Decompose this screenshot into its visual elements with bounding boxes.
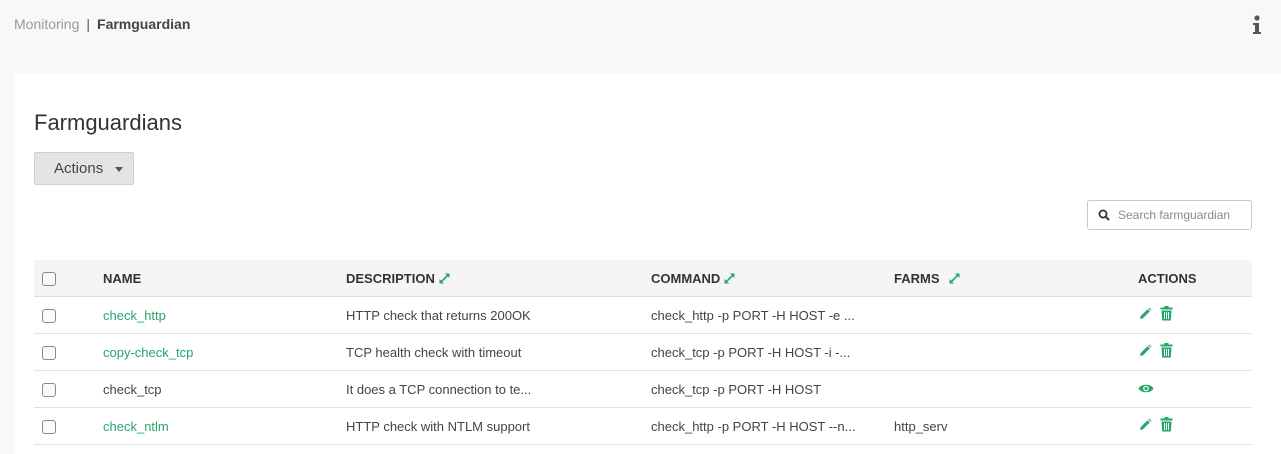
row-actions-cell	[1138, 296, 1252, 334]
row-name-cell: copy-check_tcp	[103, 333, 346, 371]
row-command-cell: check_tcp -p PORT -H HOST	[651, 370, 894, 408]
expand-arrows-icon[interactable]	[948, 272, 961, 285]
row-description-cell: TCP health check with timeout	[346, 333, 651, 371]
page-title: Farmguardians	[34, 110, 182, 135]
row-farms-cell: http_serv	[894, 407, 1138, 445]
row-actions-cell	[1138, 407, 1252, 445]
actions-dropdown-button[interactable]: Actions	[34, 152, 134, 185]
row-checkbox[interactable]	[42, 345, 56, 360]
column-header-description-label: DESCRIPTION	[346, 270, 435, 286]
column-header-name-label: NAME	[103, 270, 142, 286]
row-actions-cell	[1138, 370, 1252, 408]
actions-button-label: Actions	[54, 160, 104, 177]
row-actions	[1138, 306, 1173, 321]
row-checkbox[interactable]	[42, 419, 56, 434]
column-header-command-label: COMMAND	[651, 270, 721, 286]
column-header-name[interactable]: NAME	[103, 260, 346, 297]
select-all-checkbox[interactable]	[42, 271, 56, 286]
table-row: copy-check_tcp TCP health check with time…	[34, 333, 1252, 371]
farmguardian-command: check_tcp -p PORT -H HOST -i -...	[651, 344, 851, 360]
edit-icon[interactable]	[1138, 344, 1152, 358]
trash-icon[interactable]	[1160, 306, 1173, 321]
edit-icon[interactable]	[1138, 418, 1152, 432]
expand-arrows-icon[interactable]	[438, 272, 451, 285]
search-icon	[1098, 209, 1110, 221]
table-row: check_http HTTP check that returns 200OK c…	[34, 296, 1252, 334]
row-command-cell: check_http -p PORT -H HOST --n...	[651, 407, 894, 445]
search-box[interactable]	[1087, 200, 1252, 230]
table-row: check_tcp It does a TCP connection to te.…	[34, 370, 1252, 408]
row-checkbox-cell	[34, 296, 103, 334]
expand-arrows-icon[interactable]	[723, 272, 736, 285]
farmguardian-name[interactable]: check_http	[103, 307, 166, 323]
row-actions-cell	[1138, 333, 1252, 371]
content-panel: Farmguardians Actions NAME DESCRIPTION C	[14, 74, 1281, 454]
breadcrumb-farmguardian: Farmguardian	[97, 16, 191, 32]
row-actions	[1138, 417, 1173, 432]
search-input[interactable]	[1118, 205, 1248, 225]
row-description-cell: It does a TCP connection to te...	[346, 370, 651, 408]
table-header-row: NAME DESCRIPTION COMMAND FARMS ACTIONS	[34, 260, 1252, 297]
column-header-actions-label: ACTIONS	[1138, 270, 1197, 286]
farmguardian-description: TCP health check with timeout	[346, 344, 522, 360]
farmguardian-name[interactable]: copy-check_tcp	[103, 344, 194, 360]
farmguardian-description: It does a TCP connection to te...	[346, 381, 532, 397]
info-icon[interactable]	[1251, 14, 1263, 36]
row-farms-cell	[894, 296, 1138, 334]
row-name-cell: check_tcp	[103, 370, 346, 408]
row-actions	[1138, 343, 1173, 358]
trash-icon[interactable]	[1160, 343, 1173, 358]
row-name-cell: check_ntlm	[103, 407, 346, 445]
trash-icon[interactable]	[1160, 417, 1173, 432]
breadcrumb-separator: |	[86, 16, 91, 32]
eye-icon[interactable]	[1138, 383, 1154, 394]
farmguardian-command: check_http -p PORT -H HOST -e ...	[651, 307, 855, 323]
row-checkbox[interactable]	[42, 308, 56, 323]
top-bar: Monitoring | Farmguardian	[0, 0, 1281, 48]
farmguardian-name: check_tcp	[103, 381, 162, 397]
column-header-description[interactable]: DESCRIPTION	[346, 260, 651, 297]
table-row: check_ntlm HTTP check with NTLM support ch…	[34, 407, 1252, 445]
row-farms-cell	[894, 333, 1138, 371]
column-header-actions: ACTIONS	[1138, 260, 1252, 297]
farmguardians-table: NAME DESCRIPTION COMMAND FARMS ACTIONS c…	[34, 260, 1252, 445]
row-command-cell: check_http -p PORT -H HOST -e ...	[651, 296, 894, 334]
caret-down-icon	[115, 167, 123, 172]
row-checkbox[interactable]	[42, 382, 56, 397]
farmguardian-description: HTTP check with NTLM support	[346, 418, 530, 434]
farmguardian-command: check_tcp -p PORT -H HOST	[651, 381, 822, 397]
breadcrumb-monitoring[interactable]: Monitoring	[14, 16, 80, 32]
row-name-cell: check_http	[103, 296, 346, 334]
row-command-cell: check_tcp -p PORT -H HOST -i -...	[651, 333, 894, 371]
farmguardian-name[interactable]: check_ntlm	[103, 418, 169, 434]
row-description-cell: HTTP check with NTLM support	[346, 407, 651, 445]
row-farms-cell	[894, 370, 1138, 408]
row-checkbox-cell	[34, 333, 103, 371]
column-header-farms-label: FARMS	[894, 270, 940, 286]
breadcrumb: Monitoring | Farmguardian	[14, 16, 190, 32]
row-description-cell: HTTP check that returns 200OK	[346, 296, 651, 334]
select-all-header	[34, 260, 103, 297]
farmguardian-description: HTTP check that returns 200OK	[346, 307, 531, 323]
column-header-command[interactable]: COMMAND	[651, 260, 894, 297]
farmguardian-farms: http_serv	[894, 418, 948, 434]
column-header-farms[interactable]: FARMS	[894, 260, 1138, 297]
row-checkbox-cell	[34, 407, 103, 445]
row-actions	[1138, 383, 1154, 394]
farmguardian-command: check_http -p PORT -H HOST --n...	[651, 418, 856, 434]
edit-icon[interactable]	[1138, 307, 1152, 321]
row-checkbox-cell	[34, 370, 103, 408]
